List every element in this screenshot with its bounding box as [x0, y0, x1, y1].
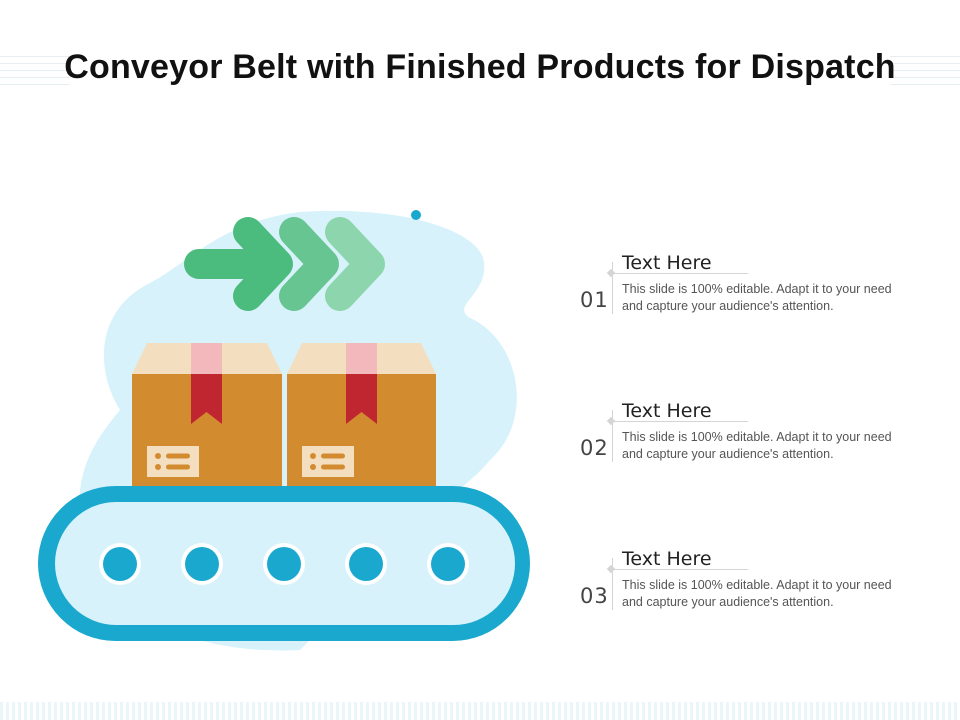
label-line: [166, 453, 190, 459]
bottom-decor-band: [0, 702, 960, 720]
ribbon: [346, 374, 377, 424]
arrow-chevron-3: [325, 217, 385, 311]
conveyor-belt-icon: [38, 486, 530, 641]
label-dot: [155, 464, 161, 470]
step-number: 01: [580, 288, 609, 312]
roller: [185, 547, 219, 581]
ribbon: [191, 374, 222, 424]
page-title: Conveyor Belt with Finished Products for…: [64, 48, 896, 86]
label-dot: [310, 464, 316, 470]
step-connector: [612, 558, 613, 610]
box-label: [147, 446, 199, 477]
label-dot: [310, 453, 316, 459]
arrow-right-icon: [184, 217, 385, 311]
arrow-chevron-2: [279, 217, 339, 311]
step-connector: [612, 410, 613, 462]
step-description: This slide is 100% editable. Adapt it to…: [622, 282, 892, 313]
ribbon-top: [346, 343, 377, 374]
step-underline: [614, 421, 748, 422]
title-decor-left: [0, 50, 70, 90]
box-label: [302, 446, 354, 477]
cardboard-box-icon: [132, 343, 282, 489]
label-line: [321, 453, 345, 459]
step-heading: Text Here: [622, 252, 712, 274]
label-dot: [155, 453, 161, 459]
roller-icon: [99, 543, 469, 585]
step-description: This slide is 100% editable. Adapt it to…: [622, 430, 892, 461]
step-item-01: 01 Text Here This slide is 100% editable…: [580, 252, 900, 342]
cardboard-box-icon: [287, 343, 436, 489]
title-decor-right: [890, 50, 960, 90]
step-heading: Text Here: [622, 548, 712, 570]
roller: [349, 547, 383, 581]
step-number: 02: [580, 436, 609, 460]
step-underline: [614, 569, 748, 570]
arrow-chevron-1: [233, 217, 293, 311]
step-item-02: 02 Text Here This slide is 100% editable…: [580, 400, 900, 490]
ribbon-top: [191, 343, 222, 374]
step-heading: Text Here: [622, 400, 712, 422]
step-item-03: 03 Text Here This slide is 100% editable…: [580, 548, 900, 638]
roller: [267, 547, 301, 581]
accent-dot: [411, 210, 421, 220]
label-line: [321, 464, 345, 470]
step-description: This slide is 100% editable. Adapt it to…: [622, 578, 892, 609]
label-line: [166, 464, 190, 470]
step-number: 03: [580, 584, 609, 608]
roller: [103, 547, 137, 581]
title-bar: Conveyor Belt with Finished Products for…: [0, 40, 960, 100]
roller: [431, 547, 465, 581]
step-connector: [612, 262, 613, 314]
step-underline: [614, 273, 748, 274]
